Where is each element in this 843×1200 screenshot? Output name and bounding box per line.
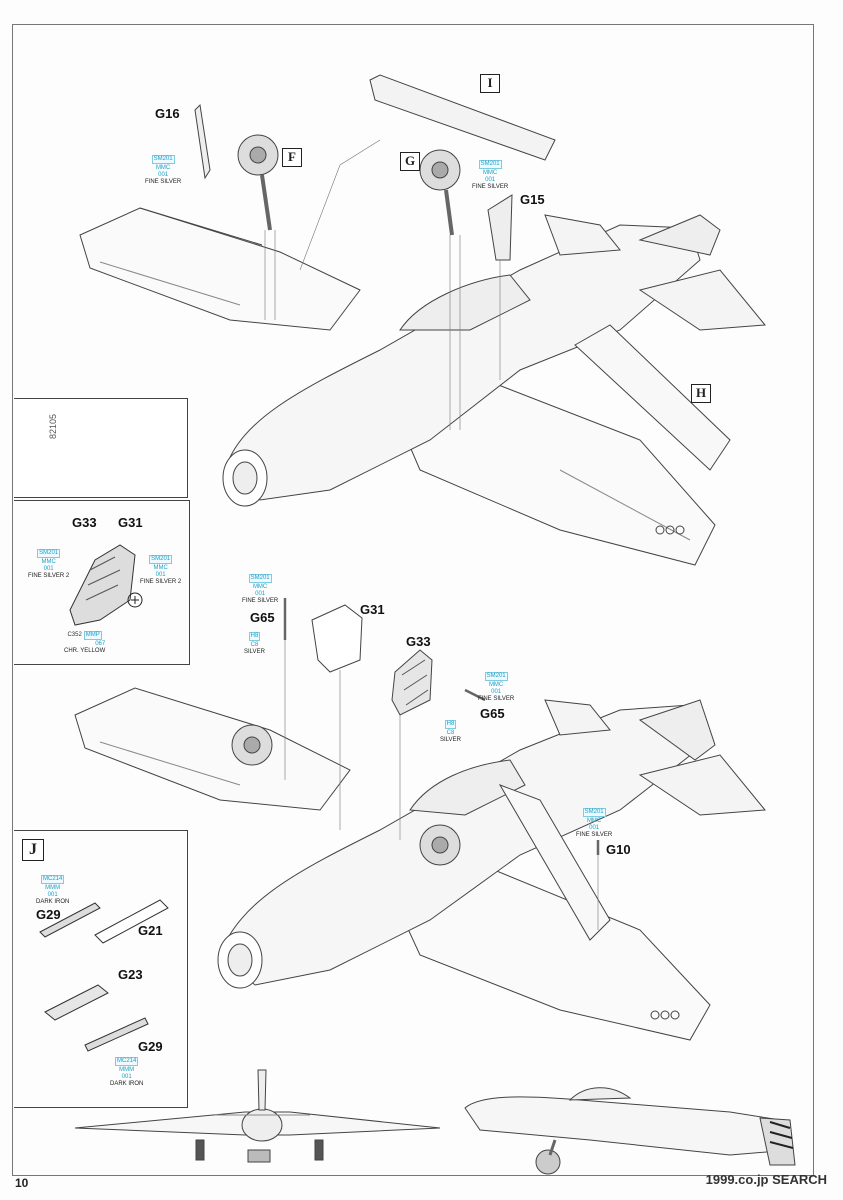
paint-callout-g: SM201 MMC 001 FINE SILVER bbox=[472, 160, 509, 190]
part-label-g29-b: G29 bbox=[138, 1039, 163, 1054]
watermark: 1999.co.jp SEARCH bbox=[705, 1172, 827, 1187]
paint-callout-g10: SM201 MMC 001 FINE SILVER bbox=[576, 808, 613, 838]
j-inset: J MC214 MMM 001 DARK IRON G29 G21 G23 G2… bbox=[14, 830, 188, 1108]
paint-callout-j-bottom: MC214 MMM 001 DARK IRON bbox=[110, 1057, 144, 1087]
pe-fret-inset: 82105 bbox=[14, 398, 188, 498]
part-label-g31: G31 bbox=[360, 602, 385, 617]
part-label-g31-inset: G31 bbox=[118, 515, 143, 530]
paint-callout-g65-b: SM201 MMC 001 FINE SILVER bbox=[478, 672, 515, 702]
upper-aircraft-drawing bbox=[79, 74, 766, 566]
part-label-g21: G21 bbox=[138, 923, 163, 938]
paint-callout-g65-b-alt: H8 C8 SILVER bbox=[440, 720, 461, 743]
page-number: 10 bbox=[15, 1176, 29, 1190]
part-label-g29-a: G29 bbox=[36, 907, 61, 922]
paint-callout-door-left: SM201 MMC 001 FINE SILVER 2 bbox=[28, 549, 70, 579]
paint-callout-door-right: SM201 MMC 001 FINE SILVER 2 bbox=[140, 555, 182, 585]
part-label-g16: G16 bbox=[155, 106, 180, 121]
step-label-i: I bbox=[480, 74, 500, 93]
front-view-drawing bbox=[74, 1069, 441, 1163]
part-label-g23: G23 bbox=[118, 967, 143, 982]
paint-callout-g65-a: SM201 MMC 001 FINE SILVER bbox=[242, 574, 279, 604]
side-view-drawing bbox=[464, 1087, 796, 1175]
step-label-j: J bbox=[22, 839, 44, 861]
part-label-g65-b: G65 bbox=[480, 706, 505, 721]
part-label-g15: G15 bbox=[520, 192, 545, 207]
door-detail-drawing bbox=[69, 544, 143, 626]
step-label-g: G bbox=[400, 152, 420, 171]
paint-callout-f: SM201 MMC 001 FINE SILVER bbox=[145, 155, 182, 185]
part-label-g33: G33 bbox=[406, 634, 431, 649]
part-label-g65-a: G65 bbox=[250, 610, 275, 625]
page-frame bbox=[12, 24, 814, 1176]
step-label-f: F bbox=[282, 148, 302, 167]
step-label-h: H bbox=[691, 384, 711, 403]
part-label-g33-inset: G33 bbox=[72, 515, 97, 530]
part-label-g10: G10 bbox=[606, 842, 631, 857]
j-parts-drawing bbox=[39, 899, 169, 1052]
lower-aircraft-drawing bbox=[74, 598, 766, 1041]
pe-fret-number: 82105 bbox=[48, 413, 58, 439]
paint-callout-g65-a-alt: H8 C8 SILVER bbox=[244, 632, 265, 655]
door-inset: G33 G31 SM201 MMC 001 FINE SILVER 2 SM20… bbox=[14, 500, 190, 665]
paint-callout-j-top: MC214 MMM 001 DARK IRON bbox=[36, 875, 70, 905]
